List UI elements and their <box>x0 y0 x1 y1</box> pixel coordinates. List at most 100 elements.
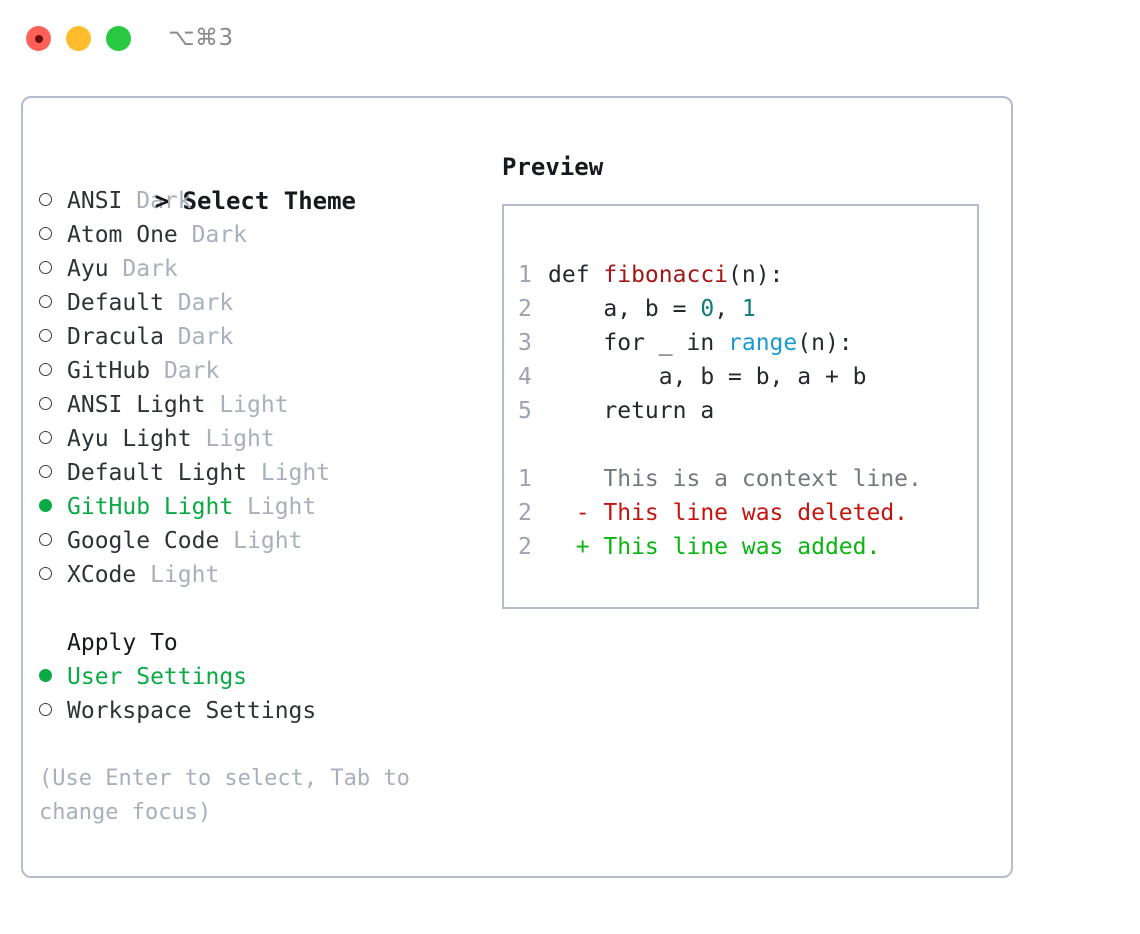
radio-dot-icon <box>39 295 52 308</box>
theme-option-label: GitHub Light <box>67 494 234 520</box>
preview-heading: Preview <box>502 153 604 181</box>
apply-to-option-label: User Settings <box>67 664 248 690</box>
radio-unselected-icon[interactable] <box>39 694 67 728</box>
line-number: 1 <box>518 262 532 288</box>
keyboard-shortcut-label: ⌥⌘3 <box>168 25 234 51</box>
radio-unselected-icon[interactable] <box>39 218 67 252</box>
radio-selected-icon[interactable] <box>39 490 67 524</box>
radio-unselected-icon[interactable] <box>39 184 67 218</box>
close-button-icon[interactable] <box>26 26 51 51</box>
radio-unselected-icon[interactable] <box>39 354 67 388</box>
theme-variant-tag: Dark <box>122 188 192 214</box>
focus-caret-icon: > <box>154 187 170 215</box>
code-token-num: 1 <box>741 296 756 322</box>
theme-option-row[interactable]: Default Light Light <box>39 456 489 490</box>
code-line: 5 return a <box>518 394 971 428</box>
theme-option-row[interactable]: Dracula Dark <box>39 320 489 354</box>
theme-variant-tag: Light <box>219 528 303 554</box>
select-theme-header: > Select Theme <box>39 150 489 215</box>
theme-option-row[interactable]: XCode Light <box>39 558 489 592</box>
line-number: 2 <box>518 296 532 322</box>
diff-sample: 1 This is a context line. 2 - This line w… <box>518 462 971 564</box>
radio-unselected-icon[interactable] <box>39 320 67 354</box>
theme-variant-tag: Dark <box>163 290 234 316</box>
keyboard-hint-text: (Use Enter to select, Tab to change focu… <box>39 766 410 825</box>
diff-line-del: 2 - This line was deleted. <box>518 496 971 530</box>
theme-option-label: Dracula <box>67 324 164 350</box>
theme-option-row[interactable]: GitHub Light Light <box>39 490 489 524</box>
apply-to-label: Apply To <box>67 630 178 656</box>
theme-variant-tag: Light <box>233 494 317 520</box>
radio-dot-icon <box>39 397 52 410</box>
radio-unselected-icon[interactable] <box>39 456 67 490</box>
radio-unselected-icon[interactable] <box>39 422 67 456</box>
minimize-button-icon[interactable] <box>66 26 91 51</box>
radio-dot-icon <box>39 499 52 512</box>
theme-variant-tag: Light <box>191 426 275 452</box>
code-token-plain: def <box>548 262 604 288</box>
code-token-plain: (n): <box>728 262 784 288</box>
apply-to-option-row[interactable]: User Settings <box>39 660 489 694</box>
theme-option-label: Ayu Light <box>67 426 192 452</box>
radio-unselected-icon[interactable] <box>39 558 67 592</box>
theme-variant-tag: Dark <box>108 256 178 282</box>
code-line: 4 a, b = b, a + b <box>518 360 971 394</box>
code-token-plain: a, b = b, a + b <box>548 364 867 390</box>
radio-dot-icon <box>39 329 52 342</box>
radio-selected-icon[interactable] <box>39 660 67 694</box>
theme-variant-tag: Light <box>136 562 220 588</box>
line-number: 2 <box>518 500 532 526</box>
theme-option-label: ANSI <box>67 188 123 214</box>
theme-option-label: Default <box>67 290 164 316</box>
theme-option-label: Google Code <box>67 528 220 554</box>
theme-option-label: Atom One <box>67 222 178 248</box>
radio-dot-icon <box>39 363 52 376</box>
theme-option-label: XCode <box>67 562 137 588</box>
radio-unselected-icon[interactable] <box>39 286 67 320</box>
theme-option-row[interactable]: ANSI Light Light <box>39 388 489 422</box>
code-token-plain: , <box>714 296 742 322</box>
code-token-call: range <box>728 330 798 356</box>
theme-option-row[interactable]: Google Code Light <box>39 524 489 558</box>
code-token-plain: return a <box>548 398 715 424</box>
theme-option-row[interactable]: GitHub Dark <box>39 354 489 388</box>
line-number: 5 <box>518 398 532 424</box>
apply-to-option-row[interactable]: Workspace Settings <box>39 694 489 728</box>
diff-line-text: This line was deleted. <box>603 500 909 526</box>
theme-option-row[interactable]: ANSI Dark <box>39 184 489 218</box>
radio-unselected-icon[interactable] <box>39 388 67 422</box>
radio-unselected-icon[interactable] <box>39 524 67 558</box>
diff-marker-icon: - <box>548 500 604 526</box>
apply-to-option-label: Workspace Settings <box>67 698 317 724</box>
theme-option-row[interactable]: Ayu Light Light <box>39 422 489 456</box>
line-number: 2 <box>518 534 532 560</box>
theme-option-label: ANSI Light <box>67 392 206 418</box>
theme-option-label: Default Light <box>67 460 248 486</box>
theme-option-row[interactable]: Atom One Dark <box>39 218 489 252</box>
code-token-plain: a, b = <box>548 296 701 322</box>
theme-option-row[interactable]: Ayu Dark <box>39 252 489 286</box>
theme-variant-tag: Dark <box>163 324 234 350</box>
radio-dot-icon <box>39 227 52 240</box>
code-line: 3 for _ in range(n): <box>518 326 971 360</box>
maximize-button-icon[interactable] <box>106 26 131 51</box>
radio-dot-icon <box>39 261 52 274</box>
radio-unselected-icon[interactable] <box>39 252 67 286</box>
diff-line-text: This is a context line. <box>603 466 922 492</box>
line-number: 1 <box>518 466 532 492</box>
theme-variant-tag: Dark <box>177 222 248 248</box>
radio-dot-icon <box>39 465 52 478</box>
select-theme-header-label: Select Theme <box>182 187 356 215</box>
diff-line-text: This line was added. <box>603 534 881 560</box>
diff-marker-icon: + <box>548 534 604 560</box>
code-token-plain: for _ in <box>548 330 729 356</box>
code-blank-line <box>518 428 971 462</box>
radio-dot-icon <box>39 703 52 716</box>
theme-option-row[interactable]: Default Dark <box>39 286 489 320</box>
